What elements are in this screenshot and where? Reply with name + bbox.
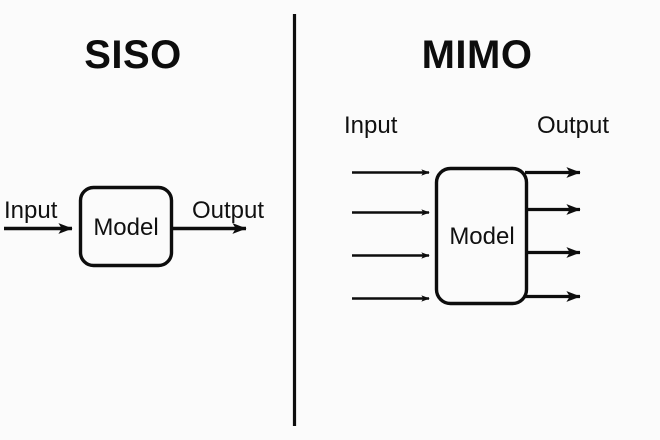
siso-model-block [78, 185, 174, 268]
siso-input-label: Input [4, 197, 58, 224]
mimo-input-label: Input [344, 112, 398, 139]
mimo-model-label: Model [449, 223, 515, 250]
mimo-model-block [434, 166, 529, 306]
siso-diagram-group [4, 185, 247, 268]
siso-model-label: Model [93, 214, 159, 241]
mimo-panel-title: MIMO [421, 33, 533, 77]
siso-output-label: Output [192, 197, 265, 224]
siso-panel-title: SISO [84, 33, 182, 77]
mimo-diagram-group [352, 166, 581, 306]
mimo-output-label: Output [537, 112, 610, 139]
